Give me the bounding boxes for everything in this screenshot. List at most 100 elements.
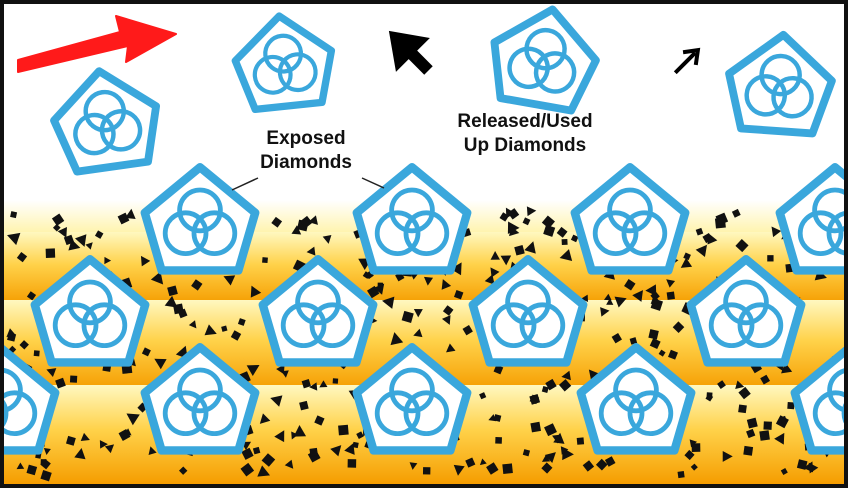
- abrasive-grit-icon: [221, 325, 228, 332]
- abrasive-grit-icon: [502, 463, 513, 474]
- abrasive-grit-icon: [85, 242, 93, 250]
- abrasive-grit-icon: [763, 421, 772, 430]
- abrasive-grit-icon: [291, 225, 302, 235]
- abrasive-grit-icon: [545, 378, 557, 391]
- abrasive-grit-icon: [26, 464, 38, 476]
- abrasive-grit-icon: [570, 234, 579, 243]
- abrasive-grit-icon: [614, 296, 627, 308]
- abrasive-grit-icon: [541, 462, 553, 474]
- exposed-label-line-2: Diamonds: [260, 152, 352, 173]
- abrasive-grit-icon: [16, 462, 25, 470]
- abrasive-grit-icon: [604, 456, 616, 467]
- abrasive-grit-icon: [356, 431, 364, 439]
- abrasive-grit-icon: [787, 401, 795, 410]
- abrasive-grit-icon: [780, 415, 787, 423]
- abrasive-grit-icon: [490, 251, 500, 260]
- abrasive-grit-icon: [223, 275, 236, 286]
- abrasive-grit-icon: [576, 437, 585, 445]
- abrasive-grit-icon: [490, 267, 500, 278]
- leader-lines: [231, 177, 385, 191]
- abrasive-grit-icon: [453, 289, 464, 300]
- abrasive-grit-icon: [722, 450, 733, 462]
- abrasive-grit-icon: [695, 244, 708, 257]
- abrasive-grit-icon: [544, 423, 557, 437]
- abrasive-grit-icon: [46, 368, 57, 378]
- abrasive-grit-icon: [453, 464, 465, 476]
- abrasive-grit-icon: [382, 296, 395, 309]
- abrasive-grit-icon: [717, 380, 726, 389]
- abrasive-grit-icon: [51, 213, 65, 226]
- abrasive-grit-icon: [731, 208, 741, 218]
- abrasive-grit-icon: [423, 276, 434, 286]
- abrasive-grit-icon: [413, 328, 423, 338]
- abrasive-grit-icon: [462, 325, 473, 336]
- abrasive-grit-icon: [259, 413, 271, 424]
- abrasive-grit-icon: [541, 454, 551, 462]
- abrasive-grit-icon: [738, 404, 747, 414]
- exposed-diamonds-label: Exposed Diamonds: [226, 127, 386, 175]
- abrasive-grit-icon: [606, 298, 614, 305]
- abrasive-grit-icon: [261, 453, 276, 467]
- abrasive-grit-icon: [493, 414, 502, 422]
- abrasive-grit-icon: [759, 430, 770, 441]
- abrasive-grit-icon: [632, 290, 643, 302]
- abrasive-grit-icon: [781, 362, 793, 374]
- abrasive-grit-icon: [57, 226, 67, 238]
- abrasive-grit-icon: [552, 434, 562, 444]
- abrasive-grit-icon: [322, 234, 332, 244]
- abrasive-grit-icon: [735, 239, 749, 253]
- abrasive-grit-icon: [177, 308, 188, 319]
- abrasive-grit-icon: [541, 385, 549, 394]
- abrasive-grit-icon: [104, 444, 115, 454]
- abrasive-grit-icon: [74, 447, 86, 460]
- abrasive-grit-icon: [26, 291, 37, 301]
- abrasive-grit-icon: [40, 470, 52, 482]
- abrasive-grit-icon: [746, 428, 756, 439]
- abrasive-grit-icon: [774, 432, 785, 445]
- abrasive-grit-icon: [401, 310, 414, 323]
- abrasive-grit-icon: [104, 256, 112, 265]
- abrasive-grit-icon: [558, 379, 572, 392]
- abrasive-grit-icon: [735, 380, 745, 389]
- abrasive-grit-icon: [441, 315, 451, 325]
- abrasive-grit-icon: [707, 233, 718, 245]
- abrasive-grit-icon: [493, 364, 504, 375]
- abrasive-grit-icon: [148, 446, 157, 455]
- abrasive-grit-icon: [362, 271, 371, 279]
- abrasive-grit-icon: [293, 425, 307, 437]
- abrasive-grit-icon: [522, 217, 531, 226]
- abrasive-grit-icon: [530, 421, 542, 433]
- abrasive-grit-icon: [796, 459, 808, 470]
- abrasive-grit-icon: [281, 370, 289, 378]
- abrasive-grit-icon: [680, 257, 693, 268]
- abrasive-grit-icon: [300, 215, 313, 229]
- abrasive-grit-icon: [344, 443, 355, 455]
- abrasive-grit-icon: [299, 400, 309, 411]
- abrasive-grit-icon: [230, 330, 242, 341]
- abrasive-grit-icon: [543, 224, 556, 237]
- abrasive-grit-icon: [746, 417, 758, 429]
- abrasive-grit-icon: [154, 358, 167, 370]
- abrasive-grit-icon: [178, 466, 188, 475]
- abrasive-grit-icon: [561, 370, 571, 381]
- abrasive-grit-icon: [80, 432, 90, 442]
- abrasive-grit-icon: [45, 248, 56, 258]
- abrasive-grit-icon: [52, 223, 61, 232]
- abrasive-grit-icon: [262, 257, 268, 264]
- motion-arrow-icon: [388, 30, 433, 75]
- abrasive-grit-icon: [377, 282, 383, 288]
- abrasive-grit-icon: [479, 392, 487, 400]
- abrasive-grit-icon: [65, 435, 76, 446]
- abrasive-grit-icon: [529, 394, 540, 405]
- abrasive-grit-icon: [446, 343, 456, 353]
- abrasive-grit-icon: [16, 251, 28, 263]
- abrasive-grit-icon: [10, 211, 18, 219]
- abrasive-grit-icon: [684, 449, 695, 461]
- abrasive-grit-icon: [771, 226, 782, 238]
- abrasive-grit-icon: [338, 424, 349, 436]
- abrasive-grit-icon: [649, 338, 661, 350]
- abrasive-grit-icon: [495, 437, 502, 444]
- abrasive-grit-icon: [658, 349, 666, 357]
